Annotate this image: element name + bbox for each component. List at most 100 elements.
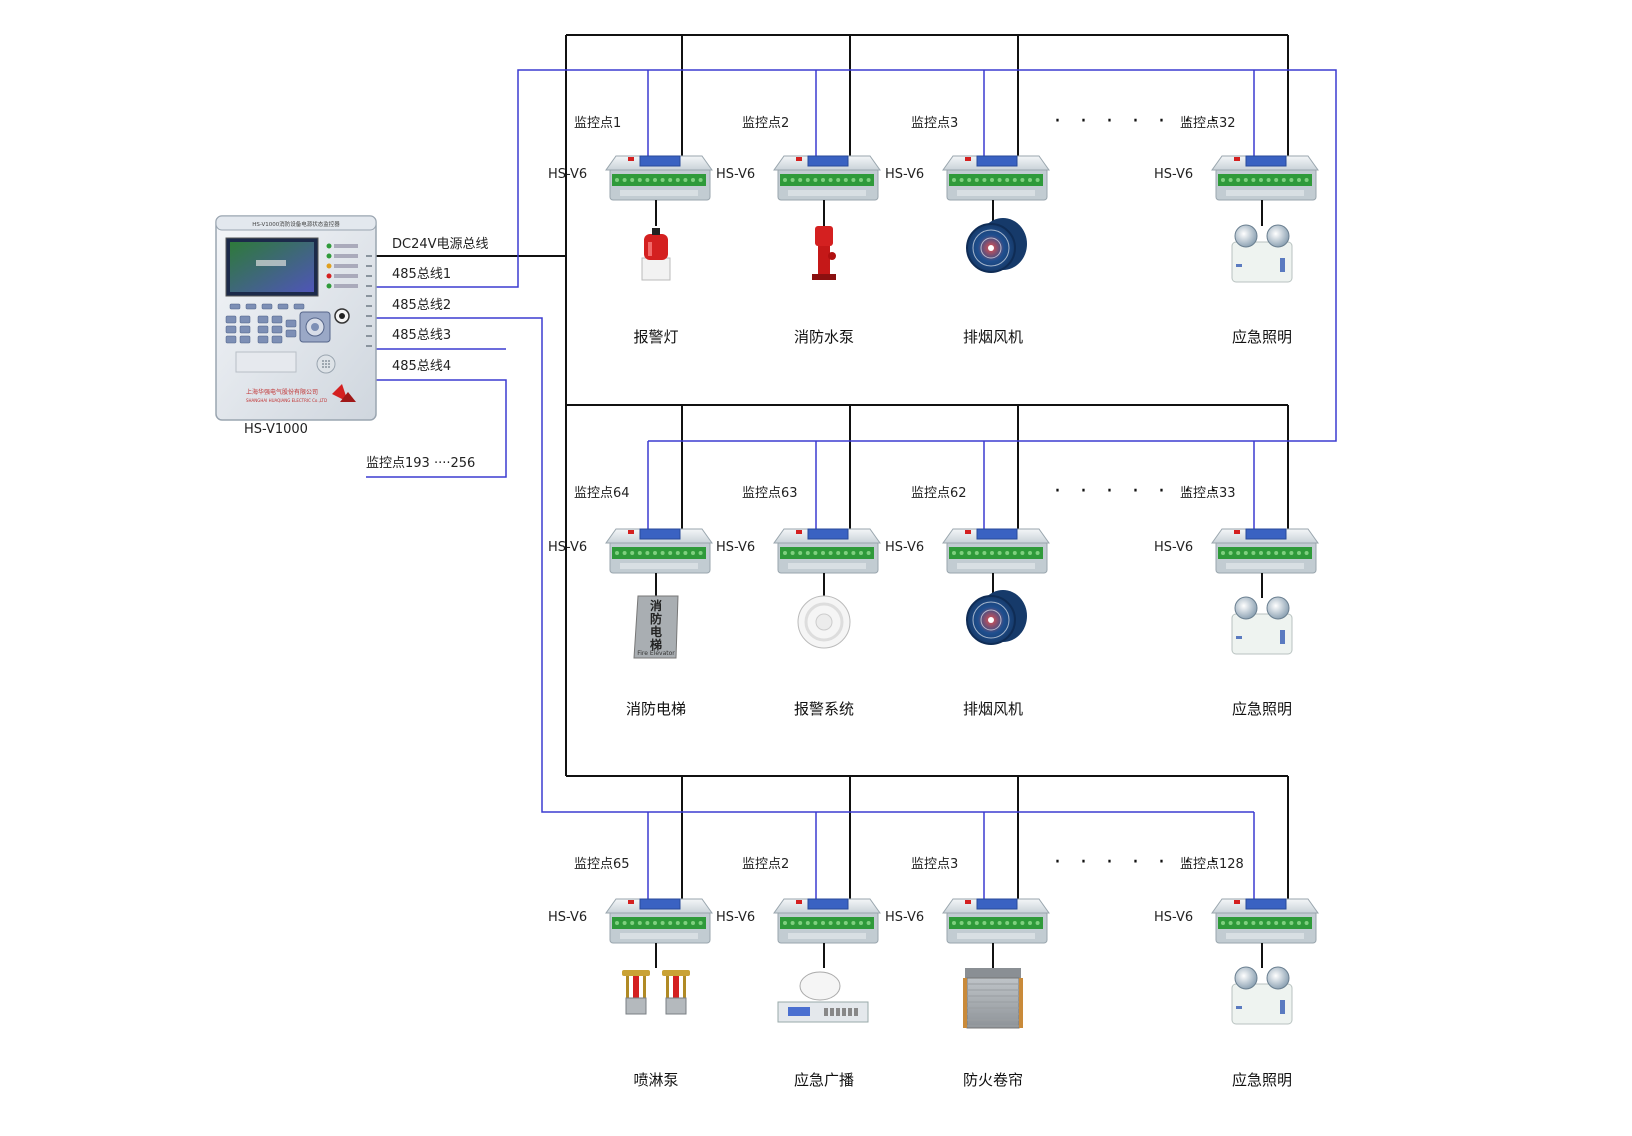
bus4-label: 485总线4 bbox=[392, 359, 451, 374]
exhaust-fan-icon bbox=[966, 590, 1027, 645]
bus1-label: 485总线1 bbox=[392, 267, 451, 282]
extra-points-label: 监控点193 ····256 bbox=[366, 456, 475, 471]
module-terminals bbox=[949, 917, 1043, 929]
module-terminals bbox=[780, 917, 874, 929]
ellipsis-dots: · · · · · · · bbox=[1054, 850, 1223, 875]
module-display bbox=[976, 528, 1018, 540]
module-led bbox=[965, 530, 971, 534]
device-name: 喷淋泵 bbox=[633, 1071, 678, 1089]
controller-company-en: SHANGHAI HUAQIANG ELECTRIC Co.,LTD bbox=[246, 398, 327, 403]
module-led bbox=[1234, 900, 1240, 904]
point-label: 监控点64 bbox=[574, 486, 630, 501]
device-name: 应急照明 bbox=[1232, 1071, 1292, 1089]
device-name: 应急广播 bbox=[794, 1071, 854, 1089]
module-led bbox=[1234, 157, 1240, 161]
module-display bbox=[639, 898, 681, 910]
module-display bbox=[807, 898, 849, 910]
module-model-label: HS-V6 bbox=[548, 167, 587, 182]
bus3-label: 485总线3 bbox=[392, 328, 451, 343]
elevator-sign-char: 消 bbox=[650, 598, 662, 613]
controller-model-label: HS-V1000 bbox=[244, 422, 308, 437]
alarm-lamp-icon bbox=[641, 228, 671, 281]
device-name: 应急照明 bbox=[1232, 328, 1292, 346]
module-led bbox=[628, 157, 634, 161]
monitoring-nodes: 监控点1HS-V6报警灯监控点2HS-V6消防水泵监控点3HS-V6排烟风机监控… bbox=[548, 109, 1319, 1089]
device-name: 排烟风机 bbox=[963, 700, 1023, 718]
module-display bbox=[1245, 155, 1287, 167]
point-label: 监控点3 bbox=[911, 857, 958, 872]
module-led bbox=[965, 900, 971, 904]
vent-slots bbox=[366, 255, 372, 347]
module-display bbox=[807, 155, 849, 167]
module-model-label: HS-V6 bbox=[548, 910, 587, 925]
module-display bbox=[976, 155, 1018, 167]
module-terminals bbox=[780, 547, 874, 559]
elevator-sign-char: 电 bbox=[650, 624, 662, 639]
device-name: 防火卷帘 bbox=[963, 1071, 1023, 1089]
module-model-label: HS-V6 bbox=[885, 910, 924, 925]
device-name: 应急照明 bbox=[1232, 700, 1292, 718]
module-led bbox=[796, 157, 802, 161]
module-led bbox=[1234, 530, 1240, 534]
module-terminals bbox=[612, 174, 706, 186]
company-logo bbox=[332, 384, 356, 402]
module-display bbox=[807, 528, 849, 540]
module-model-label: HS-V6 bbox=[885, 540, 924, 555]
bus2-line bbox=[376, 317, 1254, 813]
module-terminals bbox=[1218, 917, 1312, 929]
emergency-light-icon bbox=[1231, 596, 1293, 655]
bus1-line bbox=[376, 69, 1337, 442]
broadcast-icon bbox=[777, 971, 869, 1023]
power-bus-label: DC24V电源总线 bbox=[392, 237, 489, 252]
speaker-grille bbox=[316, 354, 336, 374]
module-display bbox=[1245, 898, 1287, 910]
module-model-label: HS-V6 bbox=[1154, 167, 1193, 182]
fire-shutter-icon bbox=[963, 968, 1023, 1029]
device-name: 报警灯 bbox=[633, 328, 678, 346]
module-terminals bbox=[1218, 174, 1312, 186]
module-led bbox=[796, 900, 802, 904]
module-display bbox=[639, 155, 681, 167]
module-terminals bbox=[612, 547, 706, 559]
keypad bbox=[225, 303, 305, 344]
point-label: 监控点1 bbox=[574, 116, 621, 131]
device-name: 排烟风机 bbox=[963, 328, 1023, 346]
module-model-label: HS-V6 bbox=[716, 910, 755, 925]
elevator-sign-char: 梯 bbox=[650, 637, 662, 652]
emergency-light-icon bbox=[1231, 224, 1293, 283]
point-label: 监控点33 bbox=[1180, 486, 1236, 501]
bus4-line bbox=[366, 379, 507, 478]
point-label: 监控点2 bbox=[742, 116, 789, 131]
module-model-label: HS-V6 bbox=[716, 540, 755, 555]
status-leds bbox=[326, 243, 358, 289]
module-display bbox=[976, 898, 1018, 910]
fire-pump-icon bbox=[812, 226, 836, 280]
module-model-label: HS-V6 bbox=[1154, 910, 1193, 925]
device-name: 消防水泵 bbox=[794, 328, 854, 346]
module-terminals bbox=[780, 174, 874, 186]
module-led bbox=[628, 900, 634, 904]
point-label: 监控点62 bbox=[911, 486, 967, 501]
module-model-label: HS-V6 bbox=[1154, 540, 1193, 555]
module-display bbox=[1245, 528, 1287, 540]
module-led bbox=[628, 530, 634, 534]
module-model-label: HS-V6 bbox=[548, 540, 587, 555]
point-label: 监控点32 bbox=[1180, 116, 1236, 131]
sprinkler-icon bbox=[622, 970, 690, 1015]
device-name: 消防电梯 bbox=[626, 700, 686, 718]
point-label: 监控点2 bbox=[742, 857, 789, 872]
controller-panel-title: HS-V1000消防设备电源状态监控器 bbox=[252, 220, 340, 228]
elevator-sign-char: 防 bbox=[650, 611, 662, 626]
ellipsis-dots: · · · · · · · bbox=[1054, 109, 1223, 134]
point-label: 监控点63 bbox=[742, 486, 798, 501]
